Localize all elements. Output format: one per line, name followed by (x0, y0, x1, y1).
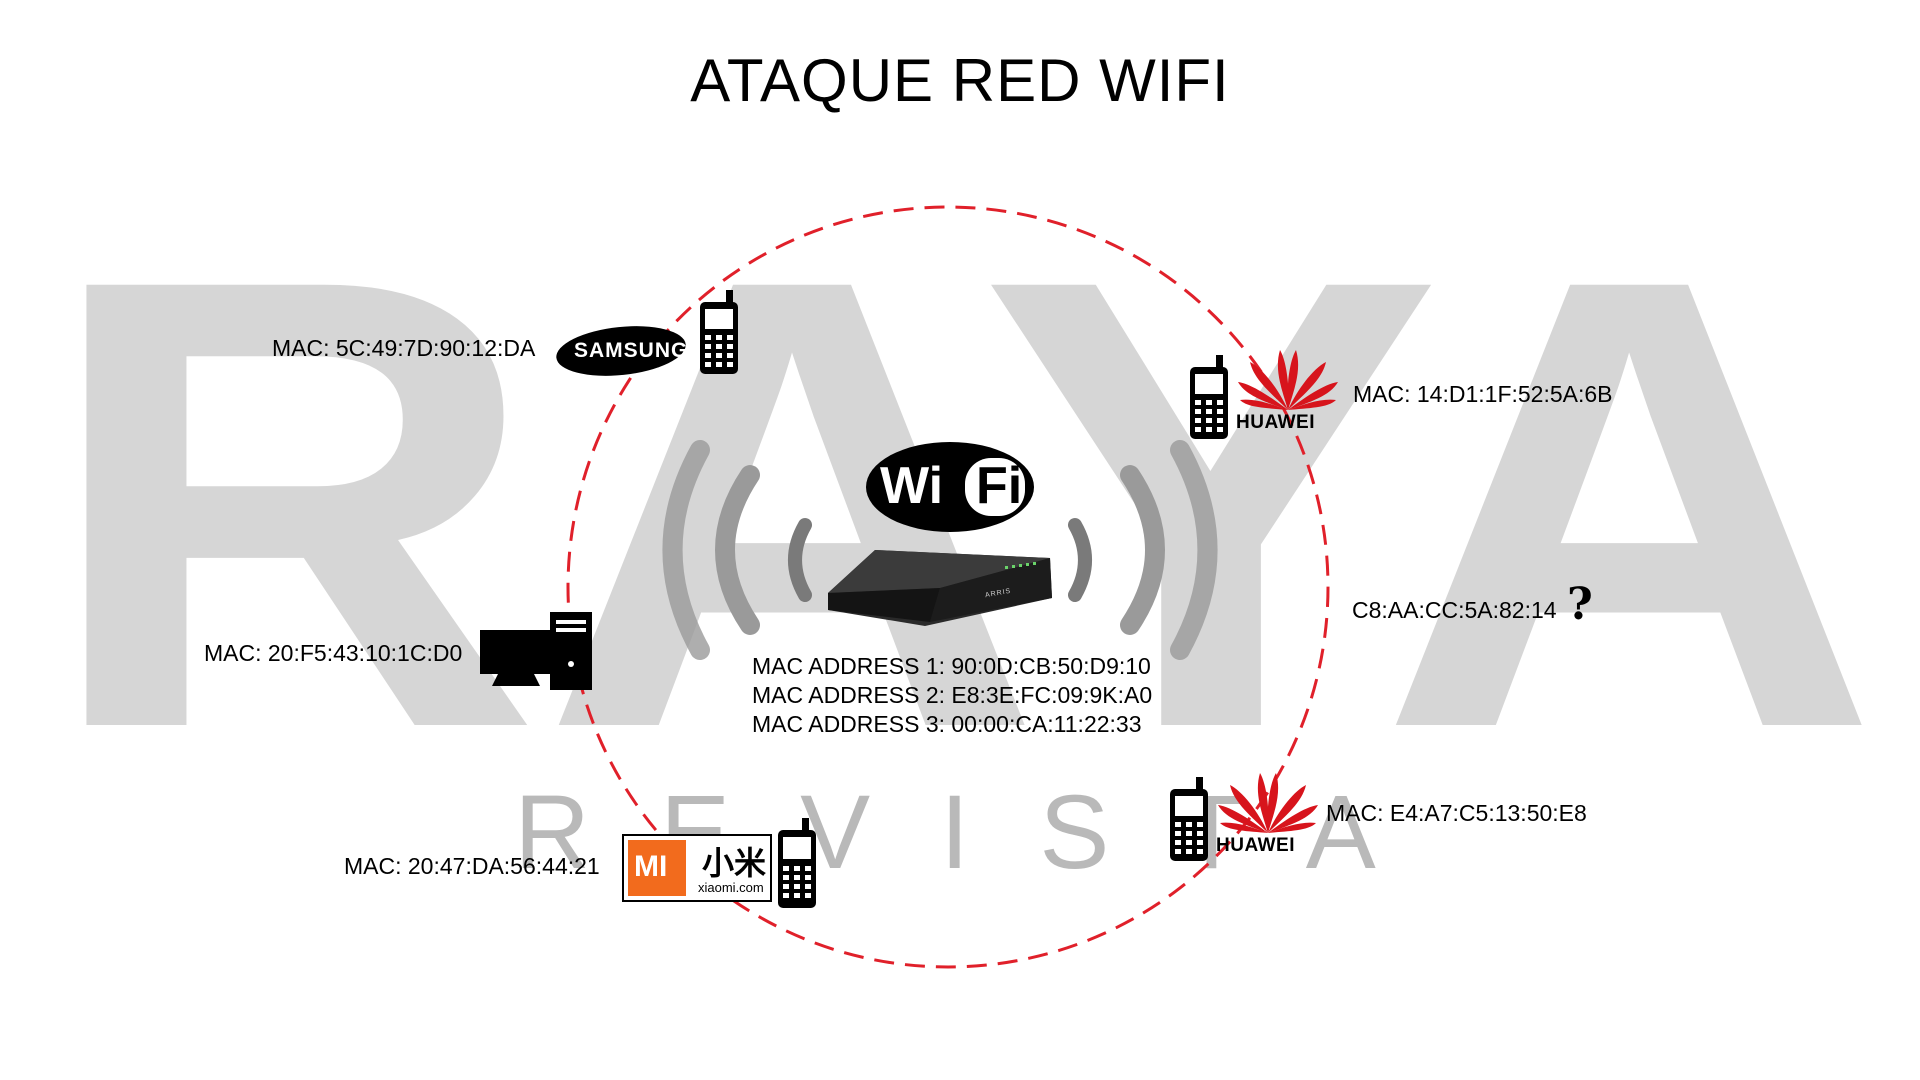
xiaomi-logo: MI 小米 xiaomi.com (622, 834, 772, 902)
samsung-phone-icon (698, 290, 742, 381)
unknown-device-mac-label: C8:AA:CC:5A:82:14 (1352, 597, 1557, 623)
huawei-top-phone-icon (1188, 355, 1232, 446)
xiaomi-mi-badge (628, 840, 686, 896)
router-mac-1: MAC ADDRESS 1: 90:0D:CB:50:D9:10 (752, 653, 1151, 679)
xiaomi-site-text: xiaomi.com (698, 880, 764, 895)
wifi-signal-waves-icon (662, 440, 1218, 660)
samsung-logo-text: SAMSUNG (574, 339, 689, 362)
huawei-top-mac-label: MAC: 14:D1:1F:52:5A:6B (1353, 381, 1613, 407)
router-mac-3: MAC ADDRESS 3: 00:00:CA:11:22:33 (752, 711, 1142, 737)
xiaomi-chinese-text: 小米 (702, 844, 767, 882)
xiaomi-mac-label: MAC: 20:47:DA:56:44:21 (344, 853, 600, 879)
huawei-bottom-mac-label: MAC: E4:A7:C5:13:50:E8 (1326, 800, 1587, 826)
wifi-logo-left: Wi (880, 457, 944, 515)
huawei-bottom-brand: HUAWEI (1216, 835, 1295, 856)
huawei-bottom-logo: HUAWEI (1216, 763, 1318, 863)
page-title: ATAQUE RED WIFI (690, 47, 1230, 114)
desktop-computer-icon (480, 612, 595, 697)
huawei-bottom-phone-icon (1168, 777, 1212, 868)
router-mac-2: MAC ADDRESS 2: E8:3E:FC:09:9K:A0 (752, 682, 1153, 708)
huawei-top-brand: HUAWEI (1236, 412, 1315, 433)
huawei-top-logo: HUAWEI (1236, 340, 1338, 440)
desktop-mac-label: MAC: 20:F5:43:10:1C:D0 (204, 640, 463, 666)
wifi-logo-right: Fi (976, 457, 1023, 515)
router-mac-list: MAC ADDRESS 1: 90:0D:CB:50:D9:10 MAC ADD… (752, 652, 1152, 739)
xiaomi-mi-text: MI (634, 850, 668, 883)
xiaomi-phone-icon (776, 818, 820, 915)
samsung-mac-label: MAC: 5C:49:7D:90:12:DA (272, 335, 536, 361)
samsung-logo: SAMSUNG (556, 325, 689, 377)
router-icon: ARRIS (820, 538, 1060, 628)
wifi-logo: Wi Fi (866, 442, 1034, 532)
question-mark-icon: ? (1567, 579, 1593, 630)
